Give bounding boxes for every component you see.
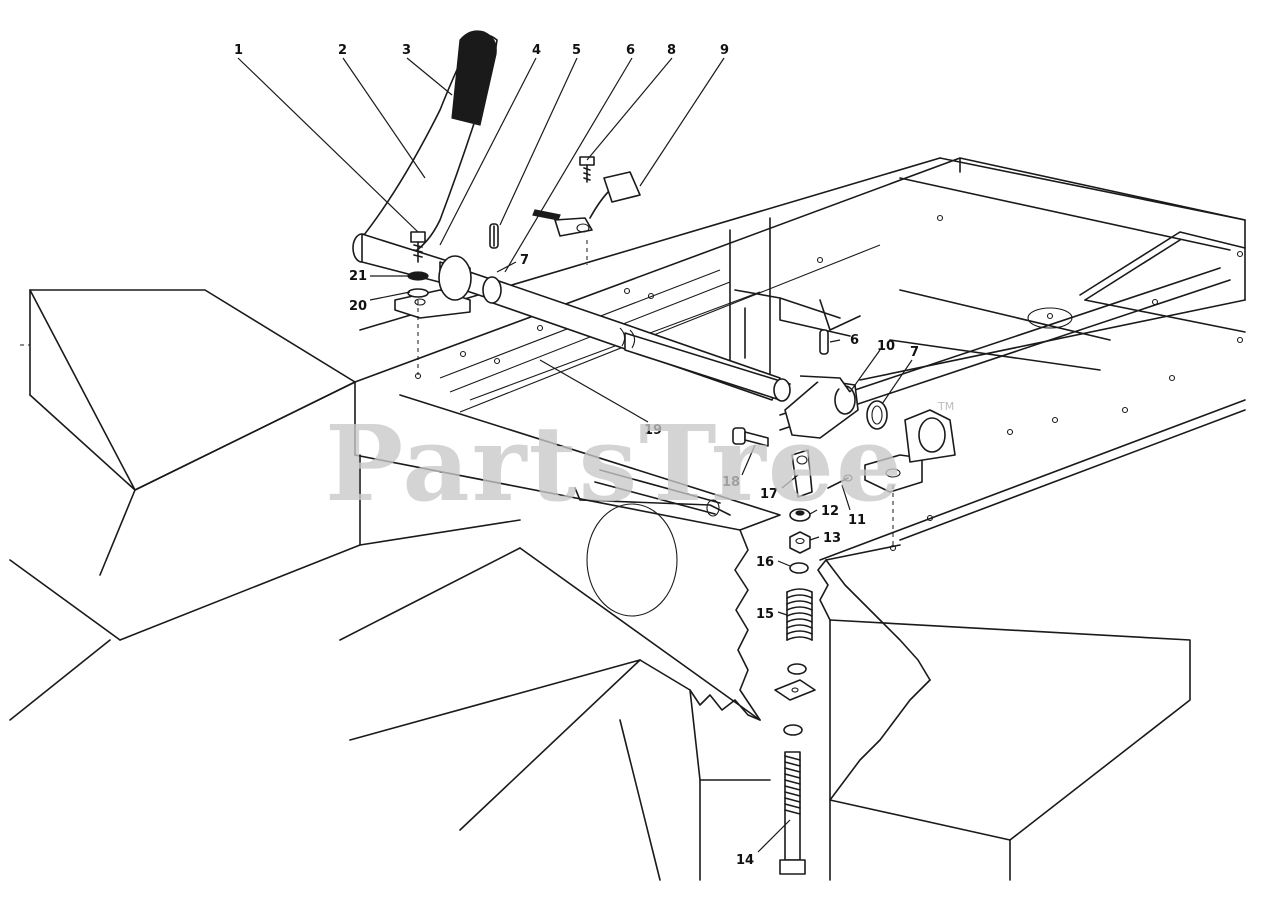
clevis-bolt [732,427,769,447]
callout-14: 14 [736,853,754,868]
bolt-and-washers-left [407,231,429,380]
lever-handle [352,30,498,291]
compression-spring [786,588,813,641]
callout-3: 3 [402,43,411,58]
callout-4: 4 [532,43,541,58]
callout-5: 5 [572,43,581,58]
watermark-logo: PartsTree TM [325,400,954,525]
callout-21: 21 [349,269,367,284]
shaft-rod [439,261,791,402]
callout-6: 6 [626,43,635,58]
flat-washer-bottom [787,663,807,675]
jam-nut [789,508,811,522]
callout-17: 17 [760,487,778,502]
clevis [791,449,813,498]
spring-plate [774,679,816,701]
flat-washer-top [789,562,809,574]
callout-8: 8 [667,43,676,58]
watermark-text: PartsTree [325,402,904,525]
pillow-block-right [864,409,956,552]
callout-10: 10 [877,339,895,354]
lock-nut [789,531,811,554]
leader-lines [237,57,913,853]
callout-13: 13 [823,531,841,546]
callout-18: 18 [722,475,740,490]
callout-11: 11 [848,513,866,528]
callout-1: 1 [234,43,243,58]
washer-lower [783,724,803,736]
roll-pin-left [489,223,499,249]
switch-assembly [532,156,641,265]
callout-labels: 1 2 3 4 5 6 8 9 7 21 20 6 10 7 19 18 17 … [234,43,919,868]
callout-12: 12 [821,504,839,519]
callout-2: 2 [338,43,347,58]
watermark-trademark: TM [937,400,954,413]
callout-20: 20 [349,299,367,314]
chassis-frame [9,157,1246,881]
callout-19: 19 [644,423,662,438]
callout-15: 15 [756,607,774,622]
eye-bolt [779,751,806,875]
bearing-bracket-right [784,375,859,439]
callout-16: 16 [756,555,774,570]
cotter-pin [827,474,853,489]
flange-washer-right [866,400,888,430]
callout-9: 9 [720,43,729,58]
callout-7-left: 7 [520,253,529,268]
callout-6-right: 6 [850,333,859,348]
roll-pin-right [819,329,829,355]
callout-7-right: 7 [910,345,919,360]
